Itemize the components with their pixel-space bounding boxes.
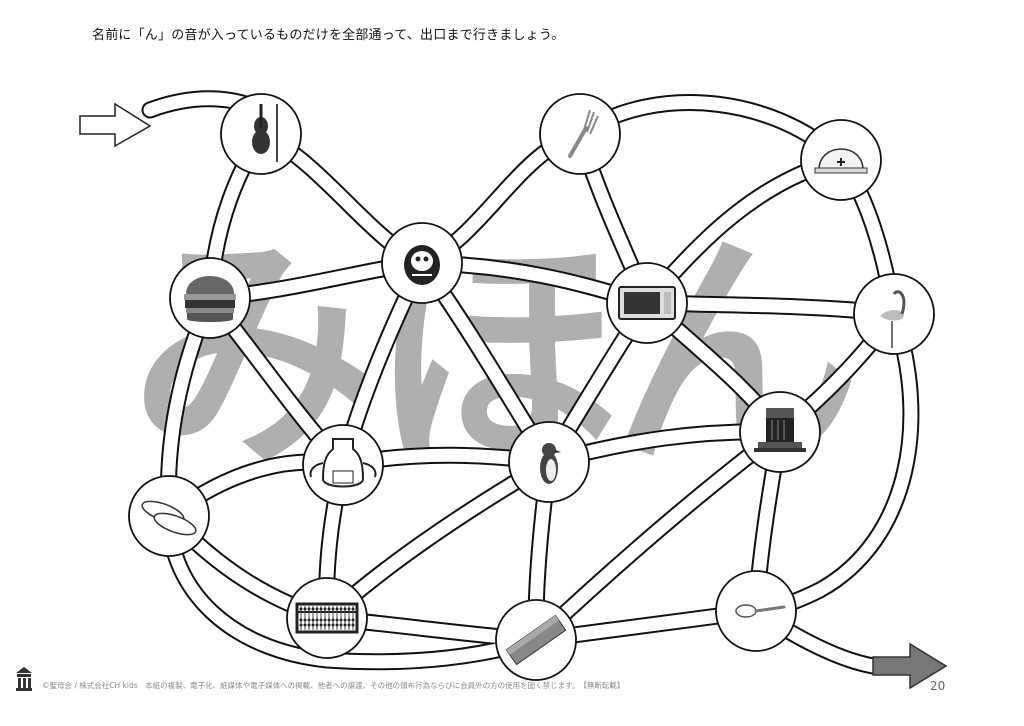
penguin-icon (508, 421, 590, 503)
start-arrow-icon (79, 102, 152, 148)
slippers-icon (128, 475, 210, 557)
stove-icon (739, 391, 821, 473)
hamburger-icon (169, 257, 251, 339)
goal-arrow-icon (872, 642, 948, 690)
copyright-footer: ©聖母会 / 株式会社CH kids 本紙の複製、電子化、紙媒体や電子媒体への掲… (42, 681, 625, 690)
page-number: 20 (930, 679, 946, 693)
fork-icon (539, 93, 621, 175)
abacus-icon (286, 577, 368, 659)
flamingo-icon (853, 273, 935, 355)
microwave-icon (606, 262, 688, 344)
maze-road-inner (162, 509, 543, 669)
instruction-text: 名前に「ん」の音が入っているものだけを全部通って、出口まで行きましょう。 (92, 28, 565, 43)
daruma-icon (381, 222, 463, 304)
logo-icon (14, 666, 34, 696)
spoon-icon (715, 570, 797, 652)
helmet-icon (800, 119, 882, 201)
apron-icon (302, 424, 384, 506)
pencil-case-icon (495, 599, 577, 681)
violin-icon (220, 93, 302, 175)
